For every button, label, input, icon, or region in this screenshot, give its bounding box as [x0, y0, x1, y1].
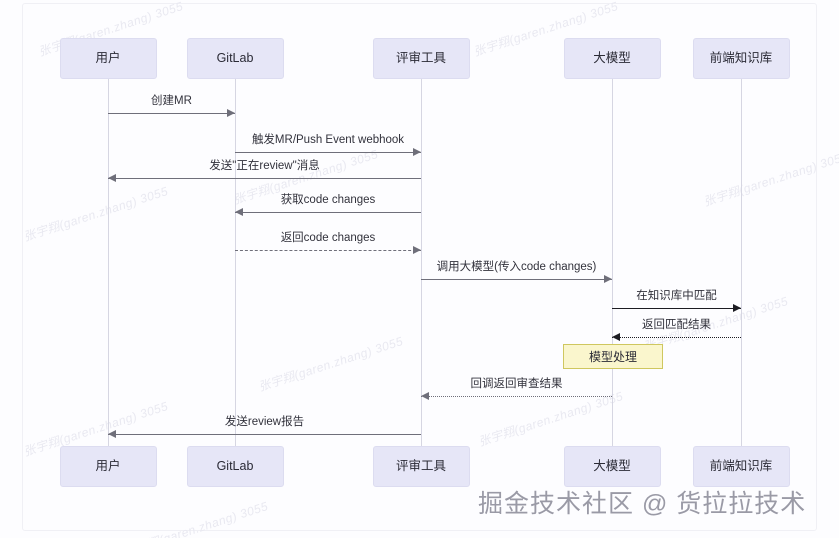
message-label: 回调返回审查结果 — [470, 378, 563, 390]
watermark-text: 张宇翔(garen.zhang) 3055 — [21, 183, 170, 245]
message-label: 触发MR/Push Event webhook — [251, 134, 405, 146]
message-label: 创建MR — [151, 95, 192, 107]
message-arrowhead — [108, 430, 116, 438]
message-label: 返回code changes — [280, 232, 376, 244]
participant-user-top: 用户 — [59, 38, 157, 79]
participant-label: 评审工具 — [395, 459, 446, 474]
message-line — [108, 434, 421, 435]
message-line — [108, 113, 235, 114]
message-line — [235, 212, 421, 213]
participant-gitlab-bottom: GitLab — [186, 446, 284, 487]
message-label: 在知识库中匹配 — [636, 290, 717, 302]
participant-kb-bottom: 前端知识库 — [692, 446, 790, 487]
participant-kb-top: 前端知识库 — [692, 38, 790, 79]
message-line — [235, 250, 421, 251]
message-label: 调用大模型(传入code changes) — [436, 261, 597, 273]
lifeline-gitlab — [235, 79, 236, 446]
message-arrowhead — [733, 304, 741, 312]
message-line — [421, 279, 612, 280]
lifeline-user — [108, 79, 109, 446]
message-label: 返回匹配结果 — [642, 319, 711, 331]
message-label: 发送review报告 — [224, 416, 305, 428]
participant-user-bottom: 用户 — [59, 446, 157, 487]
message-arrowhead — [227, 109, 235, 117]
message-arrowhead — [604, 275, 612, 283]
watermark-text: 张宇翔(garen.zhang) 3055 — [121, 498, 270, 538]
participant-label: 评审工具 — [395, 51, 446, 66]
footer-branding: 掘金技术社区 @ 货拉拉技术 — [478, 490, 807, 518]
message-line — [612, 308, 741, 309]
participant-reviewer-top: 评审工具 — [372, 38, 470, 79]
message-arrowhead — [235, 208, 243, 216]
participant-label: 用户 — [95, 51, 121, 66]
participant-reviewer-bottom: 评审工具 — [372, 446, 470, 487]
message-line — [421, 396, 612, 397]
watermark-text: 张宇翔(garen.zhang) 3055 — [701, 148, 839, 210]
lifeline-llm — [612, 79, 613, 446]
watermark-text: 张宇翔(garen.zhang) 3055 — [256, 333, 405, 395]
message-line — [108, 178, 421, 179]
lifeline-kb — [741, 79, 742, 446]
participant-label: 前端知识库 — [709, 459, 773, 474]
participant-label: GitLab — [216, 51, 254, 66]
participant-llm-top: 大模型 — [563, 38, 661, 79]
note-label: 模型处理 — [588, 349, 637, 364]
message-line — [612, 337, 741, 338]
message-arrowhead — [108, 174, 116, 182]
participant-label: GitLab — [216, 459, 254, 474]
participant-llm-bottom: 大模型 — [563, 446, 661, 487]
message-arrowhead — [612, 333, 620, 341]
participant-label: 大模型 — [593, 459, 631, 474]
participant-label: 前端知识库 — [709, 51, 773, 66]
participant-label: 大模型 — [593, 51, 631, 66]
message-arrowhead — [421, 392, 429, 400]
message-label: 获取code changes — [280, 194, 376, 206]
lifeline-reviewer — [421, 79, 422, 446]
message-arrowhead — [413, 246, 421, 254]
note-box: 模型处理 — [563, 344, 663, 369]
message-label: 发送"正在review"消息 — [209, 160, 320, 172]
participant-gitlab-top: GitLab — [186, 38, 284, 79]
message-line — [235, 152, 421, 153]
participant-label: 用户 — [95, 459, 121, 474]
message-arrowhead — [413, 148, 421, 156]
